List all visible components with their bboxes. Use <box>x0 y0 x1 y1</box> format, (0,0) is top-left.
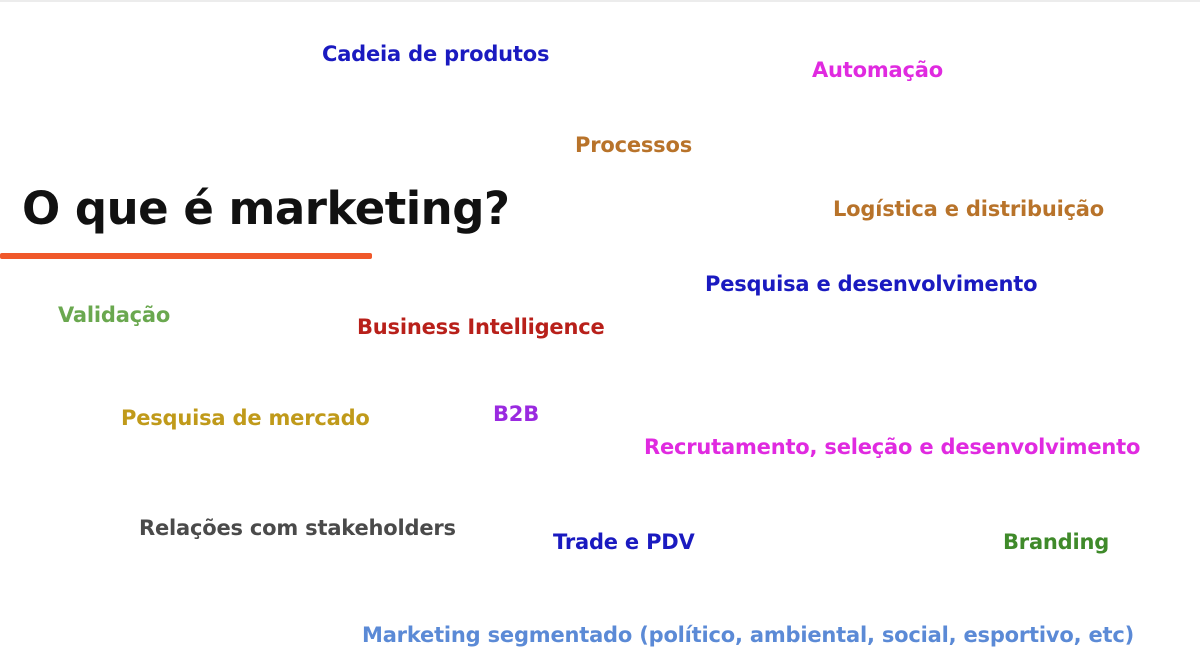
title-underline <box>0 253 372 259</box>
keyword-processos: Processos <box>575 133 692 157</box>
keyword-recrutamento: Recrutamento, seleção e desenvolvimento <box>644 435 1141 459</box>
keyword-branding: Branding <box>1003 530 1110 554</box>
keyword-marketing-segmentado: Marketing segmentado (político, ambienta… <box>362 623 1135 647</box>
keyword-cadeia-de-produtos: Cadeia de produtos <box>322 42 550 66</box>
keyword-relacoes-stakeholders: Relações com stakeholders <box>139 516 456 540</box>
keyword-trade-pdv: Trade e PDV <box>553 530 695 554</box>
slide-title: O que é marketing? <box>22 182 510 235</box>
keyword-b2b: B2B <box>493 402 540 426</box>
keyword-validacao: Validação <box>58 303 171 327</box>
top-divider <box>0 0 1200 2</box>
keyword-business-intelligence: Business Intelligence <box>357 315 605 339</box>
keyword-automacao: Automação <box>812 58 943 82</box>
keyword-logistica: Logística e distribuição <box>833 197 1105 221</box>
keyword-pesquisa-desenvolvimento: Pesquisa e desenvolvimento <box>705 272 1038 296</box>
keyword-pesquisa-de-mercado: Pesquisa de mercado <box>121 406 370 430</box>
